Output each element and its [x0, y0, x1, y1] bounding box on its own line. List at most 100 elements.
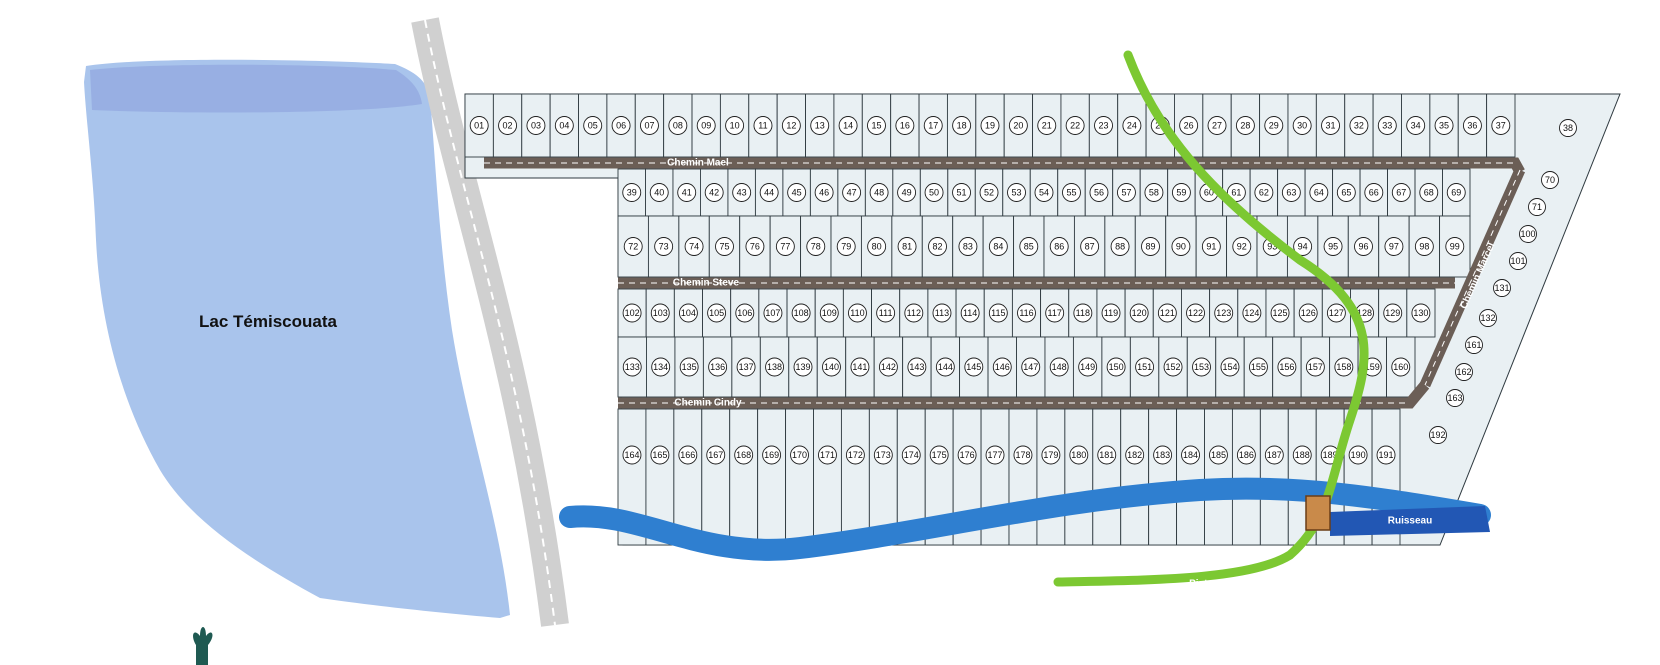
- lot-parcel[interactable]: [975, 93, 1005, 158]
- lot-72[interactable]: 72: [617, 215, 649, 278]
- lot-parcel[interactable]: [890, 93, 920, 158]
- lot-parcel[interactable]: [1036, 408, 1066, 546]
- lot-36[interactable]: 36: [1457, 93, 1488, 158]
- lot-49[interactable]: 49: [892, 168, 921, 217]
- lot-parcel[interactable]: [1120, 408, 1150, 546]
- lot-111[interactable]: 111: [871, 288, 901, 338]
- lot-46[interactable]: 46: [809, 168, 839, 217]
- lot-120[interactable]: 120: [1124, 288, 1154, 338]
- lot-58[interactable]: 58: [1139, 168, 1169, 217]
- lot-163[interactable]: 163: [1446, 389, 1464, 407]
- lot-102[interactable]: 102: [617, 288, 647, 338]
- lot-parcel[interactable]: [1008, 408, 1038, 546]
- lot-132[interactable]: 132: [1479, 309, 1497, 327]
- lot-69[interactable]: 69: [1442, 168, 1471, 217]
- lot-113[interactable]: 113: [927, 288, 957, 338]
- lot-180[interactable]: 180: [1064, 408, 1094, 546]
- lot-85[interactable]: 85: [1013, 215, 1045, 278]
- lot-42[interactable]: 42: [700, 168, 729, 217]
- lot-110[interactable]: 110: [842, 288, 873, 338]
- lot-79[interactable]: 79: [830, 215, 862, 278]
- lot-146[interactable]: 146: [987, 336, 1017, 398]
- lot-parcel[interactable]: [1204, 408, 1233, 546]
- lot-30[interactable]: 30: [1287, 93, 1317, 158]
- lot-33[interactable]: 33: [1372, 93, 1402, 158]
- lot-144[interactable]: 144: [930, 336, 961, 398]
- lot-139[interactable]: 139: [788, 336, 818, 398]
- lot-84[interactable]: 84: [982, 215, 1015, 278]
- lot-125[interactable]: 125: [1265, 288, 1295, 338]
- lot-43[interactable]: 43: [727, 168, 756, 217]
- lot-148[interactable]: 148: [1044, 336, 1074, 398]
- lot-badge[interactable]: [1429, 426, 1447, 444]
- lot-59[interactable]: 59: [1167, 168, 1196, 217]
- lot-77[interactable]: 77: [769, 215, 802, 278]
- lot-134[interactable]: 134: [646, 336, 676, 398]
- lot-badge[interactable]: [1528, 198, 1546, 216]
- lot-16[interactable]: 16: [890, 93, 920, 158]
- lot-15[interactable]: 15: [861, 93, 892, 158]
- lot-169[interactable]: 169: [757, 408, 787, 546]
- lot-141[interactable]: 141: [845, 336, 875, 398]
- lot-116[interactable]: 116: [1011, 288, 1042, 338]
- lot-88[interactable]: 88: [1104, 215, 1136, 278]
- lot-104[interactable]: 104: [673, 288, 703, 338]
- lot-27[interactable]: 27: [1202, 93, 1232, 158]
- lot-28[interactable]: 28: [1230, 93, 1261, 158]
- lot-38[interactable]: 38: [1559, 119, 1577, 137]
- lot-23[interactable]: 23: [1088, 93, 1119, 158]
- lot-badge[interactable]: [1465, 336, 1483, 354]
- lot-parcel[interactable]: [1064, 408, 1094, 546]
- lot-183[interactable]: 183: [1148, 408, 1178, 546]
- lot-11[interactable]: 11: [748, 93, 778, 158]
- lot-03[interactable]: 03: [521, 93, 551, 158]
- lot-48[interactable]: 48: [864, 168, 894, 217]
- lot-badge[interactable]: [1509, 252, 1527, 270]
- lot-161[interactable]: 161: [1465, 336, 1483, 354]
- lot-86[interactable]: 86: [1043, 215, 1075, 278]
- lot-parcel[interactable]: [1344, 93, 1374, 158]
- lot-123[interactable]: 123: [1209, 288, 1239, 338]
- lot-147[interactable]: 147: [1016, 336, 1046, 398]
- lot-badge[interactable]: [1479, 309, 1497, 327]
- lot-parcel[interactable]: [757, 408, 787, 546]
- lot-47[interactable]: 47: [837, 168, 866, 217]
- lot-87[interactable]: 87: [1073, 215, 1106, 278]
- lot-parcel[interactable]: [1176, 408, 1205, 546]
- lot-117[interactable]: 117: [1040, 288, 1070, 338]
- lot-150[interactable]: 150: [1101, 336, 1131, 398]
- lot-parcel[interactable]: [1259, 408, 1289, 546]
- lot-64[interactable]: 64: [1304, 168, 1334, 217]
- lot-153[interactable]: 153: [1186, 336, 1217, 398]
- lot-103[interactable]: 103: [645, 288, 675, 338]
- lot-78[interactable]: 78: [800, 215, 832, 278]
- lot-35[interactable]: 35: [1429, 93, 1459, 158]
- lot-57[interactable]: 57: [1112, 168, 1141, 217]
- lot-68[interactable]: 68: [1414, 168, 1443, 217]
- lot-62[interactable]: 62: [1249, 168, 1279, 217]
- lot-128[interactable]: 128: [1350, 288, 1380, 338]
- lot-126[interactable]: 126: [1293, 288, 1323, 338]
- lot-112[interactable]: 112: [899, 288, 929, 338]
- lot-90[interactable]: 90: [1165, 215, 1197, 278]
- lot-168[interactable]: 168: [729, 408, 759, 546]
- lot-89[interactable]: 89: [1134, 215, 1167, 278]
- lot-172[interactable]: 172: [840, 408, 870, 546]
- lot-67[interactable]: 67: [1387, 168, 1416, 217]
- lot-54[interactable]: 54: [1029, 168, 1059, 217]
- lot-badge[interactable]: [1541, 171, 1559, 189]
- lot-106[interactable]: 106: [730, 288, 760, 338]
- lot-75[interactable]: 75: [708, 215, 741, 278]
- lot-131[interactable]: 131: [1493, 279, 1511, 297]
- lot-162[interactable]: 162: [1455, 363, 1473, 381]
- lot-53[interactable]: 53: [1002, 168, 1031, 217]
- lot-179[interactable]: 179: [1036, 408, 1066, 546]
- lot-178[interactable]: 178: [1008, 408, 1038, 546]
- lot-04[interactable]: 04: [549, 93, 579, 158]
- lot-badge[interactable]: [1493, 279, 1511, 297]
- lot-115[interactable]: 115: [983, 288, 1013, 338]
- lot-01[interactable]: 01: [464, 93, 494, 158]
- lot-99[interactable]: 99: [1439, 215, 1471, 278]
- lot-186[interactable]: 186: [1231, 408, 1261, 546]
- lot-12[interactable]: 12: [776, 93, 806, 158]
